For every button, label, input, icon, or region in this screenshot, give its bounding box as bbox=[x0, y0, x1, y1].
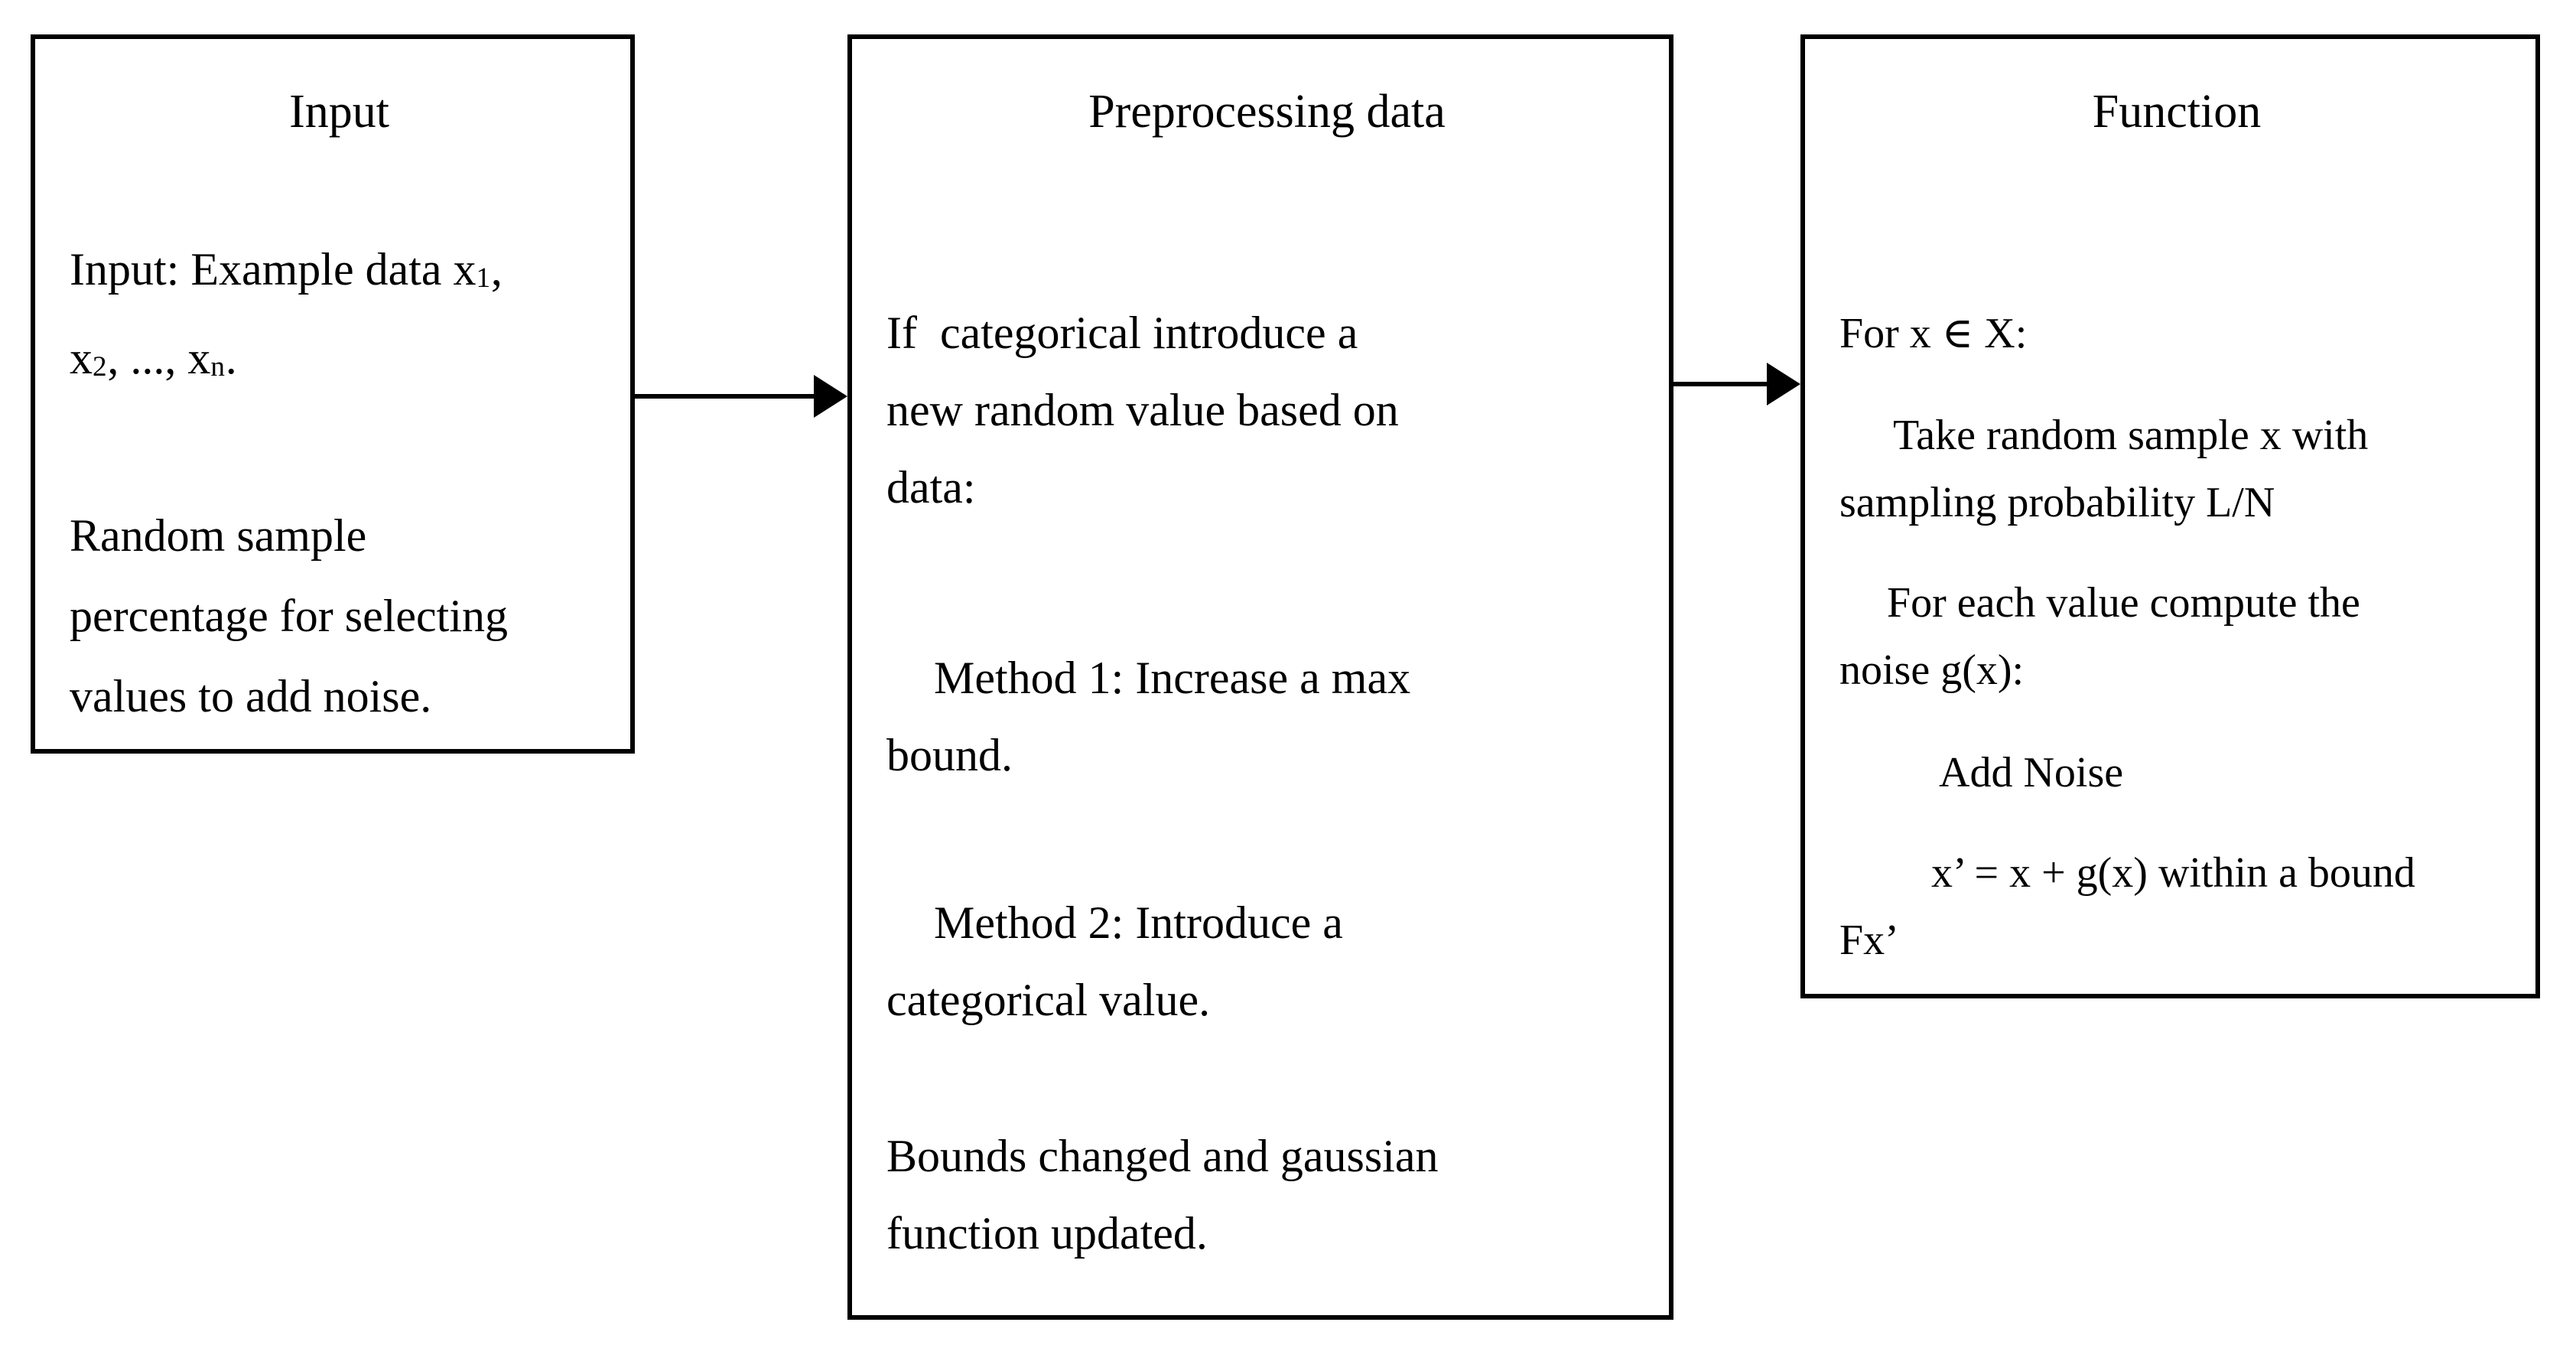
input-example-line-1: Input: Example data x1, bbox=[70, 230, 609, 318]
formula-line-2: Fx’ bbox=[1839, 917, 1899, 964]
arrow-right-icon bbox=[814, 375, 847, 418]
input-box: Input Input: Example data x1, x2, ..., x… bbox=[31, 34, 635, 754]
compute-noise-paragraph: For each value compute the noise g(x): bbox=[1839, 569, 2514, 704]
method-1-line-2: bound. bbox=[886, 730, 1013, 780]
subscript: n bbox=[210, 350, 226, 383]
bounds-paragraph: Bounds changed and gaussian function upd… bbox=[886, 1118, 1647, 1272]
categorical-line-1: If categorical introduce a bbox=[886, 308, 1358, 358]
take-sample-line-1: Take random sample x with bbox=[1893, 412, 2369, 459]
bounds-line-2: function updated. bbox=[886, 1208, 1208, 1259]
function-box-title: Function bbox=[2092, 86, 2262, 138]
add-noise-paragraph: Add Noise bbox=[1839, 739, 2514, 806]
method-2-line-1: Method 2: Introduce a bbox=[934, 897, 1343, 948]
random-sample-line-2: percentage for selecting bbox=[70, 590, 509, 641]
for-x-line: For x ∈ X: bbox=[1839, 310, 2028, 357]
compute-noise-line-2: noise g(x): bbox=[1839, 646, 2025, 694]
function-box: Function For x ∈ X: Take random sample x… bbox=[1800, 34, 2540, 998]
method-1-line-1: Method 1: Increase a max bbox=[934, 653, 1411, 703]
categorical-line-2: new random value based on bbox=[886, 385, 1399, 435]
input-box-title: Input bbox=[289, 86, 389, 138]
preprocessing-box: Preprocessing data If categorical introd… bbox=[847, 34, 1673, 1320]
take-sample-line-2: sampling probability L/N bbox=[1839, 479, 2275, 526]
compute-noise-line-1: For each value compute the bbox=[1887, 579, 2360, 627]
formula-paragraph: x’ = x + g(x) within a bound Fx’ bbox=[1839, 839, 2514, 974]
bounds-line-1: Bounds changed and gaussian bbox=[886, 1131, 1439, 1181]
method-1-paragraph: Method 1: Increase a max bound. bbox=[886, 640, 1647, 794]
subscript: 2 bbox=[93, 350, 108, 383]
text-run: x bbox=[70, 332, 93, 383]
method-2-line-2: categorical value. bbox=[886, 975, 1211, 1025]
categorical-paragraph: If categorical introduce a new random va… bbox=[886, 295, 1647, 526]
formula-line-1: x’ = x + g(x) within a bound bbox=[1931, 849, 2415, 897]
arrow-right-icon bbox=[1767, 363, 1800, 405]
random-sample-line-3: values to add noise. bbox=[70, 670, 432, 721]
random-sample-paragraph: Random sample percentage for selecting v… bbox=[70, 496, 609, 737]
preprocessing-box-title: Preprocessing data bbox=[1088, 86, 1446, 138]
input-example-line-2: x2, ..., xn. bbox=[70, 318, 609, 407]
text-run: Input: Example data x bbox=[70, 244, 476, 295]
add-noise-line: Add Noise bbox=[1939, 749, 2124, 796]
for-x-paragraph: For x ∈ X: bbox=[1839, 300, 2514, 367]
categorical-line-3: data: bbox=[886, 462, 976, 513]
text-run: . bbox=[225, 332, 237, 383]
text-run: , bbox=[490, 244, 503, 295]
method-2-paragraph: Method 2: Introduce a categorical value. bbox=[886, 884, 1647, 1039]
input-example-paragraph: Input: Example data x1, x2, ..., xn. bbox=[70, 230, 609, 407]
text-run: , ..., x bbox=[107, 332, 211, 383]
random-sample-paragraph: Take random sample x with sampling proba… bbox=[1839, 402, 2514, 536]
arrow-shaft bbox=[633, 394, 817, 399]
subscript: 1 bbox=[476, 262, 491, 294]
arrow-shaft bbox=[1672, 382, 1770, 386]
random-sample-line-1: Random sample bbox=[70, 510, 367, 561]
